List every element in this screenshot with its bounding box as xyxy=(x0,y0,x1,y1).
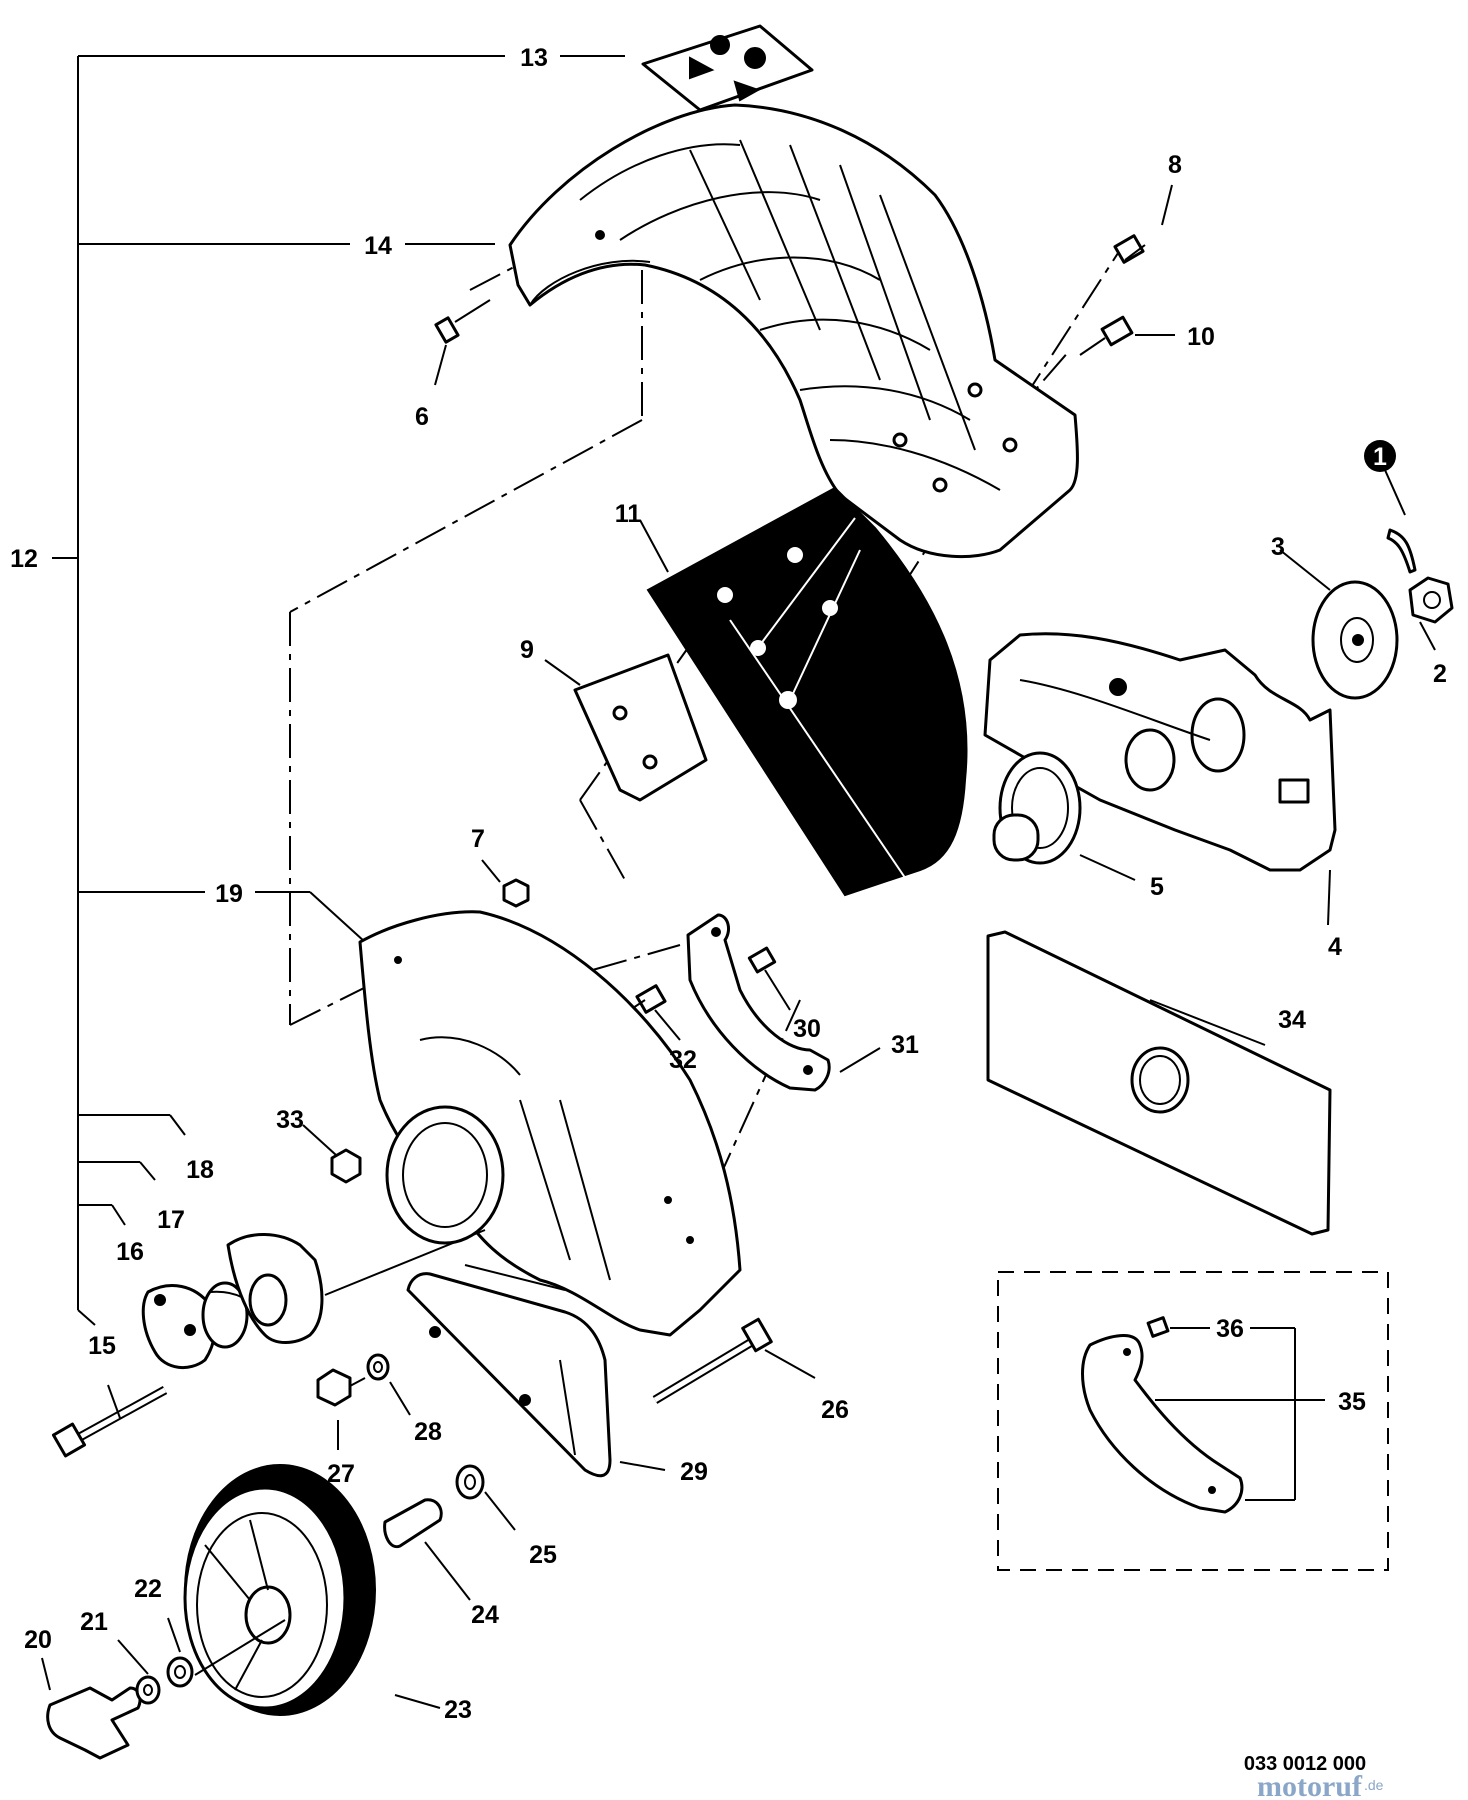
callout-19: 19 xyxy=(215,880,243,908)
coupling-16 xyxy=(141,1284,217,1370)
callout-13: 13 xyxy=(520,44,548,72)
spacer-24 xyxy=(383,1498,443,1549)
castle-nut xyxy=(1408,576,1454,624)
callout-17: 17 xyxy=(157,1206,185,1234)
callout-33: 33 xyxy=(276,1106,304,1134)
callout-31: 31 xyxy=(891,1031,919,1059)
washer-3 xyxy=(1311,580,1399,700)
callout-1-circle xyxy=(1364,440,1396,472)
blade xyxy=(986,930,1332,1236)
knob-20 xyxy=(46,1686,142,1760)
strut-arm xyxy=(686,913,831,1092)
small-plate xyxy=(573,653,708,802)
nut-7 xyxy=(502,878,530,908)
callout-30: 30 xyxy=(793,1015,821,1043)
callout-16: 16 xyxy=(116,1238,144,1266)
callout-8: 8 xyxy=(1168,151,1182,179)
callout-15: 15 xyxy=(88,1332,116,1360)
bracket-housing xyxy=(983,632,1337,872)
long-bolt-15 xyxy=(51,1386,168,1458)
callout-6: 6 xyxy=(415,403,429,431)
callout-7: 7 xyxy=(471,825,485,853)
screw-8 xyxy=(1113,234,1146,264)
washer-21 xyxy=(135,1675,161,1705)
washer-22 xyxy=(166,1656,194,1688)
bolt-27 xyxy=(316,1368,366,1407)
callout-14: 14 xyxy=(364,232,392,260)
callout-32: 32 xyxy=(669,1046,697,1074)
callout-12: 12 xyxy=(10,545,38,573)
long-bolt-26 xyxy=(652,1317,773,1404)
cotter-pin xyxy=(1386,528,1417,574)
callout-27: 27 xyxy=(327,1460,355,1488)
shield-flap xyxy=(646,486,968,897)
watermark-suffix: .de xyxy=(1364,1777,1384,1793)
callout-29: 29 xyxy=(680,1458,708,1486)
callout-5: 5 xyxy=(1150,873,1164,901)
mount-18 xyxy=(226,1229,486,1344)
callout-11: 11 xyxy=(615,500,642,528)
screw-6 xyxy=(434,299,491,344)
callout-labels: 1 2 3 4 5 6 7 8 9 10 11 12 13 14 15 16 1… xyxy=(10,44,1447,1724)
callout-20: 20 xyxy=(24,1626,52,1654)
callout-3: 3 xyxy=(1271,533,1285,561)
washer-25 xyxy=(455,1464,485,1500)
wheel xyxy=(183,1464,376,1716)
callout-28: 28 xyxy=(414,1418,442,1446)
callout-34: 34 xyxy=(1278,1006,1306,1034)
callout-23: 23 xyxy=(444,1696,472,1724)
callout-24: 24 xyxy=(471,1601,499,1629)
callout-10: 10 xyxy=(1187,323,1215,351)
screw-10 xyxy=(1079,315,1134,356)
optional-kit-box xyxy=(997,1271,1389,1571)
callout-leaders xyxy=(41,184,1436,1709)
watermark: motoruf xyxy=(1257,1770,1363,1800)
nut-33 xyxy=(330,1148,362,1184)
callout-9: 9 xyxy=(520,636,534,664)
callout-4: 4 xyxy=(1328,933,1342,961)
callout-25: 25 xyxy=(529,1541,557,1569)
callout-36: 36 xyxy=(1216,1315,1244,1343)
callout-1: 1 xyxy=(1373,443,1387,471)
washer-28 xyxy=(366,1353,390,1381)
callout-22: 22 xyxy=(134,1575,162,1603)
callout-18: 18 xyxy=(186,1156,214,1184)
bushing xyxy=(992,751,1082,865)
warning-decal xyxy=(641,24,814,112)
depth-plate xyxy=(406,1272,612,1478)
lower-housing xyxy=(358,910,742,1337)
callout-21: 21 xyxy=(80,1608,108,1636)
assembly-bracket-12 xyxy=(52,55,625,1326)
callout-35: 35 xyxy=(1338,1388,1366,1416)
diagram-code: 033 0012 000 xyxy=(1244,1753,1366,1775)
callout-26: 26 xyxy=(821,1396,849,1424)
upper-guard xyxy=(508,103,1079,558)
screw-30 xyxy=(747,946,777,974)
callout-2: 2 xyxy=(1433,660,1447,688)
